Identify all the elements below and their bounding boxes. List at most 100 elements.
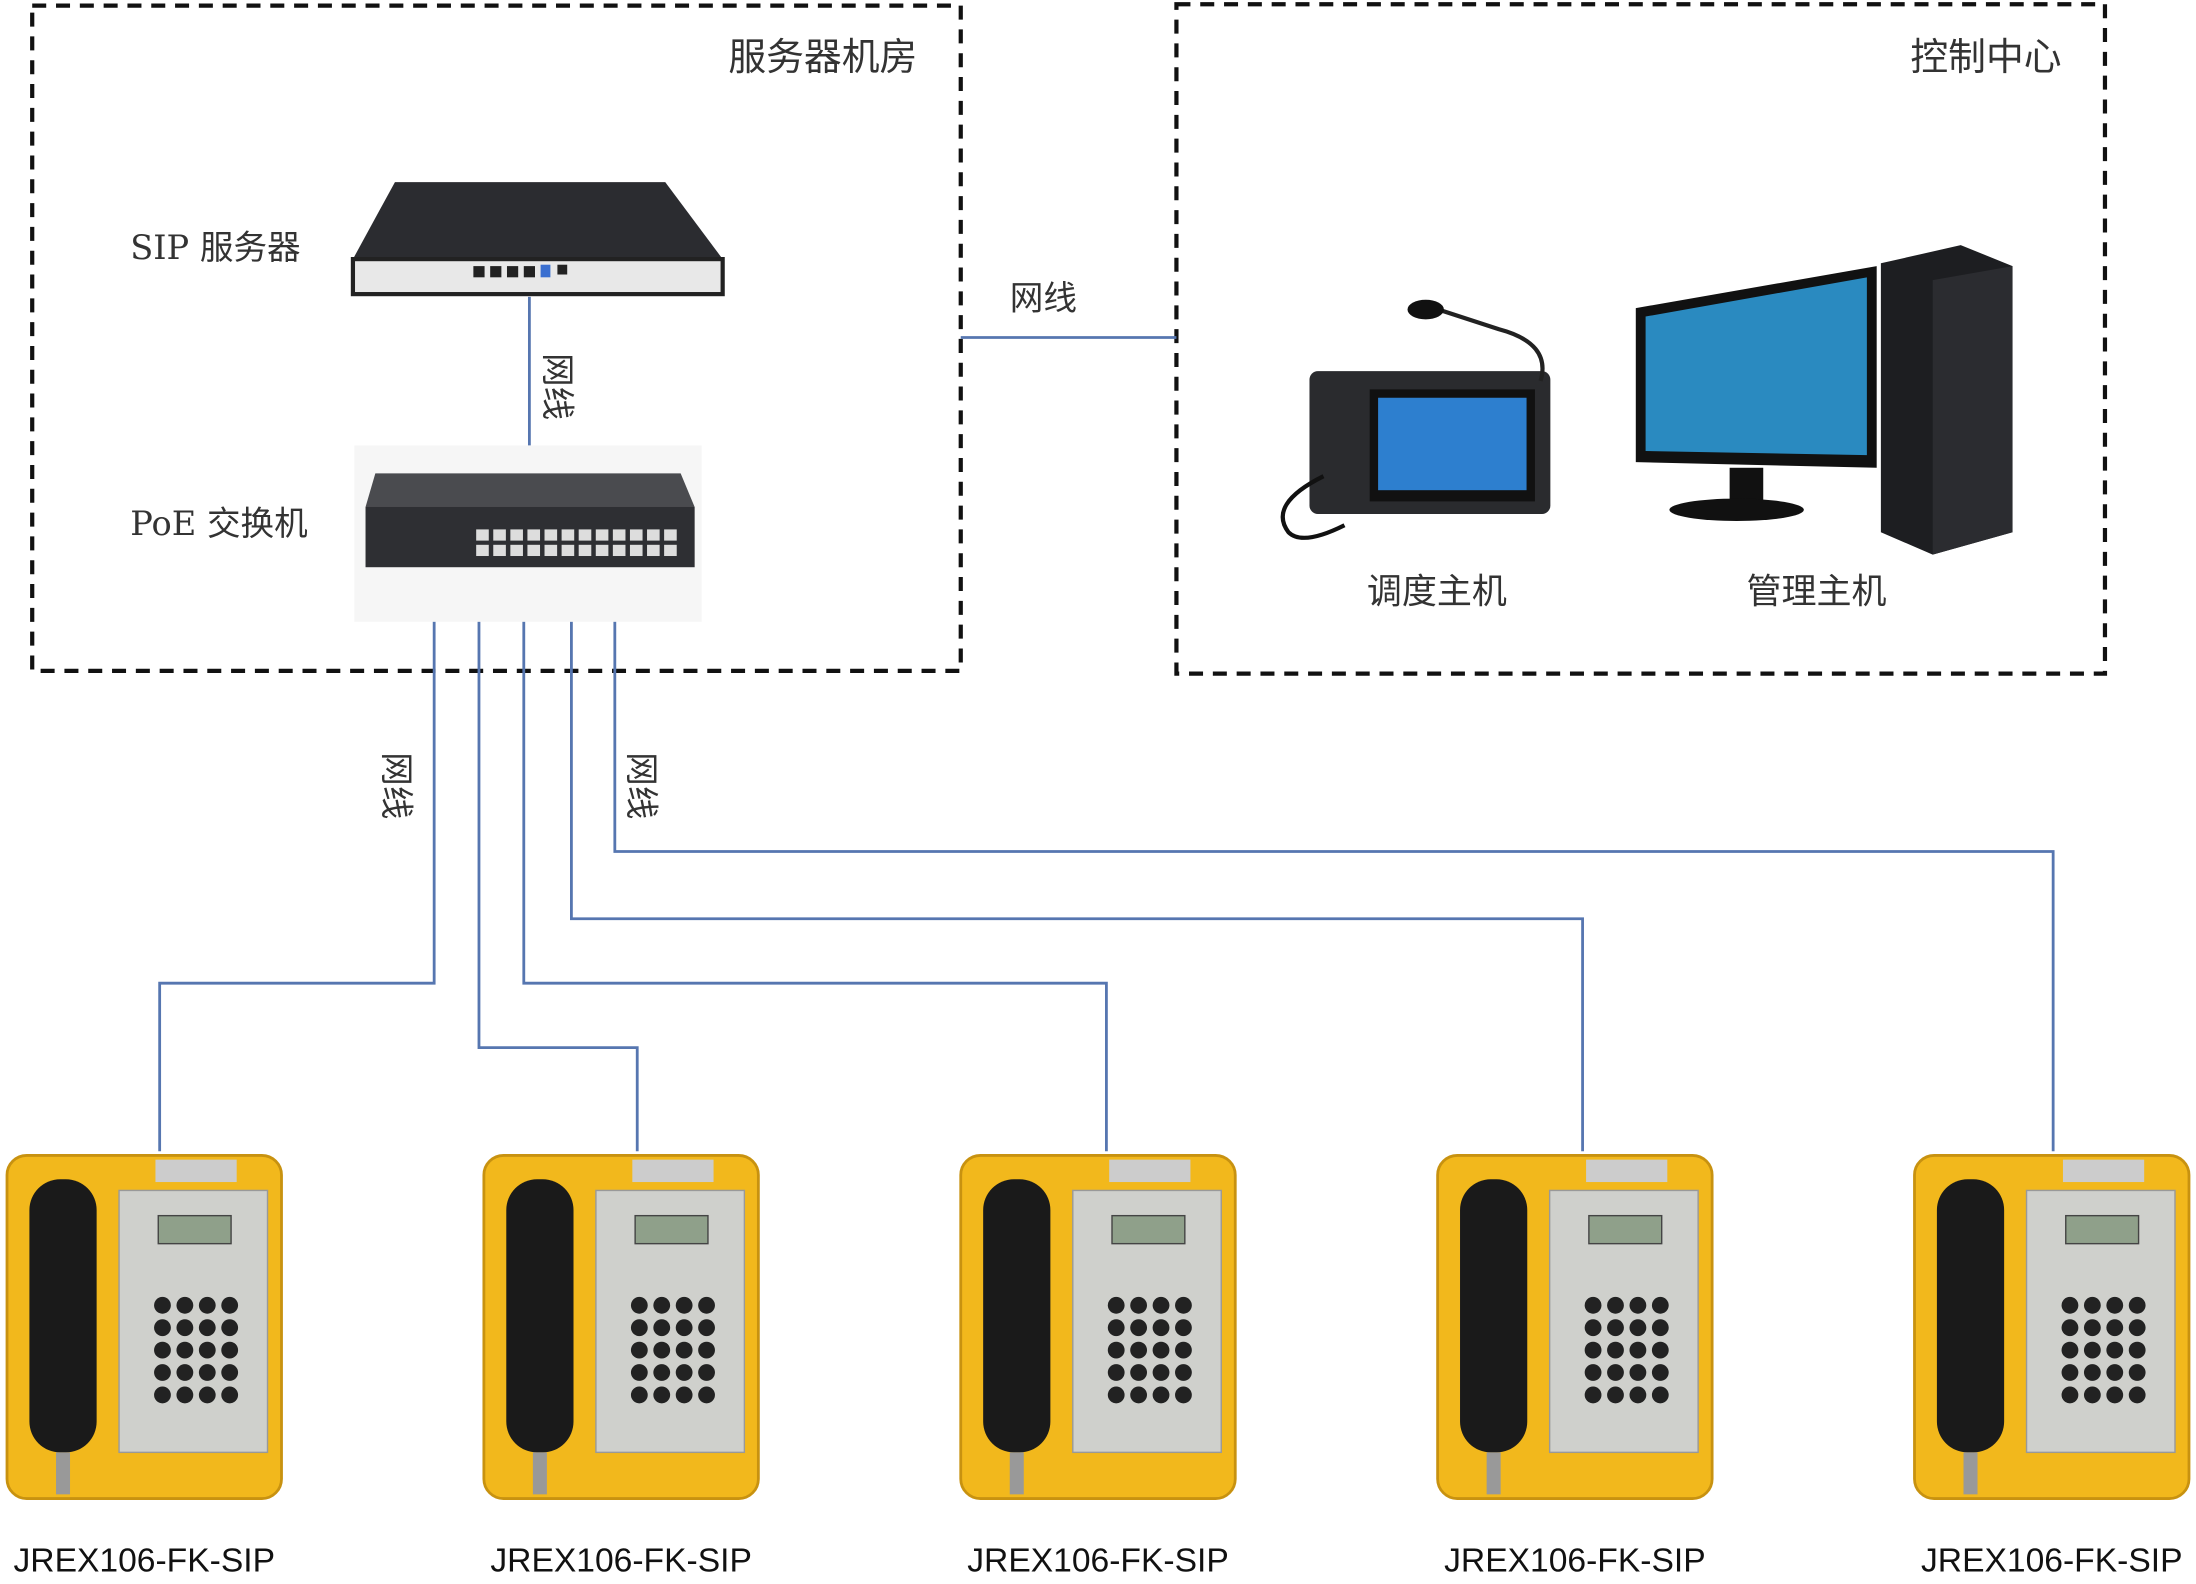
key-button: [221, 1319, 239, 1337]
management-host-image: [1635, 245, 2013, 555]
switch-port: [612, 544, 626, 557]
key-button: [2061, 1364, 2079, 1381]
switch-port: [476, 529, 489, 541]
key-button: [221, 1341, 239, 1359]
lcd-display: [2065, 1214, 2140, 1245]
key-button: [1130, 1386, 1148, 1404]
key-button: [1130, 1296, 1148, 1314]
switch-port: [561, 529, 575, 541]
key-button: [2106, 1296, 2124, 1314]
lcd-display: [634, 1214, 709, 1245]
switch-port: [664, 544, 677, 557]
key-button: [176, 1341, 194, 1359]
wire-phone-1: [158, 595, 436, 1152]
key-button: [154, 1341, 171, 1359]
nameplate: [632, 1159, 714, 1183]
server-room-label: 服务器机房: [728, 35, 917, 79]
phone-model-label: JREX106-FK-SIP: [1444, 1542, 1706, 1579]
key-button: [176, 1319, 194, 1337]
handset-icon: [29, 1179, 97, 1453]
switch-port: [578, 529, 592, 541]
key-button: [154, 1386, 171, 1404]
key-button: [198, 1319, 216, 1337]
key-button: [653, 1364, 671, 1381]
poe-switch-image: [354, 445, 702, 622]
key-button: [675, 1319, 693, 1337]
key-button: [1584, 1386, 1602, 1404]
key-button: [1607, 1341, 1624, 1359]
cable-label-horizontal: 网线: [1010, 279, 1077, 318]
key-button: [1584, 1319, 1602, 1337]
control-center-label: 控制中心: [1910, 35, 2061, 79]
switch-port: [647, 529, 660, 541]
keypad-panel: [2025, 1189, 2176, 1454]
key-button: [1175, 1341, 1192, 1359]
key-button: [2083, 1341, 2101, 1359]
key-button: [1651, 1296, 1669, 1314]
key-button: [1629, 1296, 1647, 1314]
key-button: [1130, 1341, 1148, 1359]
key-button: [1629, 1319, 1647, 1337]
poe-switch-label: PoE 交换机: [130, 504, 308, 543]
key-button: [2061, 1319, 2079, 1337]
switch-port: [544, 544, 558, 557]
key-button: [653, 1386, 671, 1404]
cable-label-vertical-2: 网线: [377, 752, 416, 819]
wire-phone-5: [613, 595, 2055, 1152]
key-button: [1651, 1341, 1669, 1359]
key-button: [675, 1296, 693, 1314]
wires: [158, 296, 2055, 1152]
phone-model-label: JREX106-FK-SIP: [967, 1542, 1229, 1579]
key-button: [2128, 1319, 2146, 1337]
nameplate: [1586, 1159, 1668, 1183]
key-button: [221, 1386, 239, 1404]
key-button: [1175, 1386, 1192, 1404]
switch-port: [510, 544, 523, 557]
switch-port: [493, 544, 506, 557]
key-button: [1152, 1341, 1170, 1359]
key-button: [198, 1341, 216, 1359]
key-button: [653, 1319, 671, 1337]
key-button: [1584, 1296, 1602, 1314]
keypad-panel: [595, 1189, 746, 1454]
nameplate: [1109, 1159, 1191, 1183]
key-button: [2128, 1341, 2146, 1359]
switch-port: [544, 529, 558, 541]
key-button: [675, 1341, 693, 1359]
switch-port: [629, 544, 643, 557]
switch-port: [527, 544, 541, 557]
key-button: [1130, 1364, 1148, 1381]
key-button: [1130, 1319, 1148, 1337]
key-button: [176, 1386, 194, 1404]
wire-phone-3: [522, 595, 1108, 1152]
key-button: [2106, 1341, 2124, 1359]
sip-server-image: [350, 182, 725, 297]
key-button: [698, 1341, 715, 1359]
switch-port: [578, 544, 592, 557]
key-button: [1152, 1296, 1170, 1314]
key-button: [2083, 1386, 2101, 1404]
key-button: [698, 1364, 715, 1381]
management-host-label: 管理主机: [1746, 573, 1886, 613]
switch-port: [527, 529, 541, 541]
key-button: [1584, 1341, 1602, 1359]
phone-model-label: JREX106-FK-SIP: [1921, 1542, 2183, 1579]
cable-label-vertical-3: 网线: [622, 752, 661, 819]
key-button: [2061, 1386, 2079, 1404]
key-button: [2106, 1386, 2124, 1404]
key-button: [176, 1364, 194, 1381]
key-button: [630, 1386, 648, 1404]
wire-phone-4: [570, 595, 1584, 1152]
key-button: [630, 1319, 648, 1337]
handset-icon: [983, 1179, 1051, 1453]
key-button: [1152, 1364, 1170, 1381]
phone-2: JREX106-FK-SIP: [482, 1154, 760, 1579]
key-button: [154, 1319, 171, 1337]
handset-cord: [56, 1452, 71, 1495]
switch-port: [647, 544, 660, 557]
phone-model-label: JREX106-FK-SIP: [490, 1542, 752, 1579]
key-button: [698, 1386, 715, 1404]
key-button: [221, 1296, 239, 1314]
cable-label-vertical-1: 网线: [538, 353, 577, 420]
key-button: [2106, 1319, 2124, 1337]
